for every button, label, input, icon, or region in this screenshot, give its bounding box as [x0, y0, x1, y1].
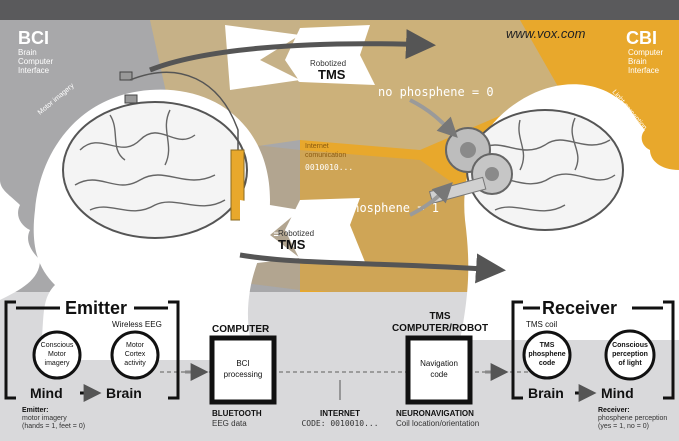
- receiver-brain-label: Brain: [528, 385, 564, 401]
- top-triangle-left: [225, 25, 300, 90]
- receiver-footer-3: (yes = 1, no = 0): [598, 423, 649, 430]
- computer-box-line1: BCI: [236, 359, 249, 368]
- internet-label: INTERNET: [320, 409, 360, 418]
- emitter-footer-1: Emitter:: [22, 407, 48, 414]
- emitter-circle2-line3: activity: [124, 360, 146, 367]
- neuronavigation-label: NEURONAVIGATION: [396, 409, 474, 418]
- right-brain-folds: [474, 117, 616, 212]
- cbi-line2: Brain: [628, 57, 647, 66]
- bluetooth-label: BLUETOOTH: [212, 409, 262, 418]
- receiver-circle1-line3: code: [539, 360, 555, 367]
- receiver-circle1-line2: phosphene: [528, 351, 565, 358]
- bottom-robotized-label: Robotized: [278, 229, 314, 238]
- computer-title: COMPUTER: [212, 324, 270, 335]
- bottom-flow-arrow: [239, 252, 506, 284]
- bottom-tms-label: TMS: [278, 237, 306, 252]
- left-head-face: [0, 180, 40, 360]
- receiver-title: Receiver: [542, 298, 617, 318]
- emitter-footer-3: (hands = 1, feet = 0): [22, 423, 85, 430]
- internet-comm-line2: comunication: [305, 152, 346, 159]
- tms-phosphene-code-circle: [522, 330, 572, 380]
- emitter-circle1-line2: Motor: [48, 351, 67, 358]
- cbi-line3: Interface: [628, 66, 660, 75]
- emitter-circle1-line3: imagery: [45, 360, 70, 367]
- receiver-circle2-line2: perception: [612, 351, 648, 358]
- wireless-eeg-label: Wireless EEG: [112, 320, 162, 329]
- receiver-circle2-line1: Conscious: [612, 342, 648, 349]
- no-phosphene-label: no phosphene = 0: [378, 85, 494, 99]
- coil-location-label: Coil location/orientation: [396, 419, 479, 428]
- bci-line1: Brain: [18, 48, 37, 57]
- receiver-footer-1: Receiver:: [598, 407, 630, 414]
- tms-coil-icon: [428, 127, 513, 204]
- top-flow-arrow: [149, 29, 436, 73]
- top-strip: [0, 0, 679, 20]
- robot-box-line1: Navigation: [420, 359, 458, 368]
- bottom-triangle-right: [285, 198, 365, 262]
- receiver-footer-2: phosphene perception: [598, 415, 667, 422]
- receiver-mind-label: Mind: [601, 385, 634, 401]
- navigation-code-box: [405, 335, 473, 405]
- cbi-acronym: CBI: [626, 28, 657, 48]
- emitter-bracket-right: [168, 300, 180, 400]
- bci-line3: Interface: [18, 66, 50, 75]
- top-to-coil-arrow: [409, 98, 458, 138]
- bottom-triangle-left: [240, 200, 300, 265]
- motor-cortex-activity-circle: [110, 330, 160, 380]
- top-tms-label: TMS: [318, 67, 346, 82]
- emitter-circle1-line1: Conscious: [41, 342, 74, 349]
- eeg-electrode-1: [119, 71, 133, 81]
- bci-processing-box: [209, 335, 277, 405]
- eeg-data-label: EEG data: [212, 419, 247, 428]
- robot-box-line2: code: [430, 370, 448, 379]
- top-robotized-label: Robotized: [310, 59, 346, 68]
- bci-acronym: BCI: [18, 28, 49, 48]
- cbi-line1: Computer: [628, 48, 663, 57]
- eeg-electrode-2: [124, 94, 138, 104]
- receiver-circle2-line3: of light: [618, 360, 642, 367]
- receiver-bracket-left: [511, 300, 523, 400]
- eeg-cable: [129, 71, 239, 220]
- conscious-motor-imagery-circle: [32, 330, 82, 380]
- robot-title-2: COMPUTER/ROBOT: [392, 323, 488, 334]
- receiver-circle1-line1: TMS: [540, 342, 555, 349]
- hands-label: hands = 1: [230, 227, 295, 241]
- bottom-to-coil-arrow: [409, 182, 453, 217]
- watermark: www.vox.com: [506, 26, 586, 41]
- left-brain-folds: [74, 109, 226, 212]
- computer-box-line2: processing: [224, 370, 263, 379]
- conscious-perception-circle: [604, 329, 656, 381]
- top-triangle-right: [285, 25, 375, 85]
- receiver-bracket-right: [663, 300, 675, 400]
- emitter-circle2-line1: Motor: [126, 342, 145, 349]
- emitter-footer-2: motor imagery: [22, 415, 67, 422]
- emitter-bracket-left: [4, 300, 16, 400]
- emitter-circle2-line2: Cortex: [125, 351, 146, 358]
- internet-code-label: CODE: 0010010...: [301, 419, 378, 428]
- internet-comm-code: 0010010...: [305, 163, 353, 172]
- internet-comm-line1: Internet: [305, 143, 329, 150]
- emitter-title: Emitter: [65, 298, 127, 318]
- bci-line2: Computer: [18, 57, 53, 66]
- emitter-brain-label: Brain: [106, 385, 142, 401]
- robot-title-1: TMS: [429, 311, 450, 322]
- tms-coil-label: TMS coil: [526, 320, 557, 329]
- feet-label: feet = 0: [246, 71, 304, 85]
- emitter-mind-label: Mind: [30, 385, 63, 401]
- left-brain: [62, 101, 248, 239]
